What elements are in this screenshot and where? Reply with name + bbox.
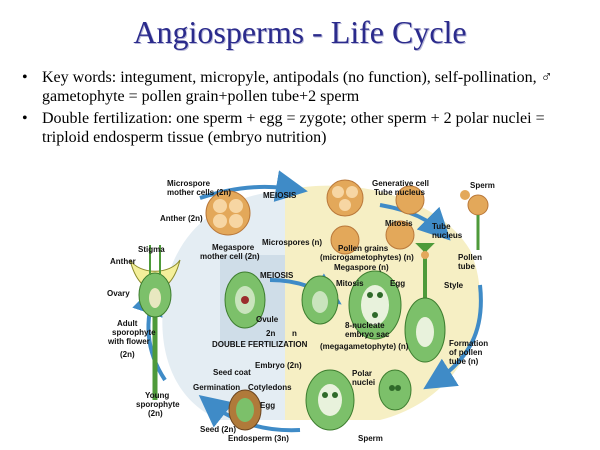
label-adult-2: sporophyte: [112, 328, 156, 337]
label-adult-1: Adult: [117, 319, 138, 328]
bullet-double-fertilization: • Double fertilization: one sperm + egg …: [22, 109, 592, 147]
label-anther-2n: Anther (2n): [160, 214, 203, 223]
label-polar-2: nuclei: [352, 378, 375, 387]
label-megaspore-mother-1: Megaspore: [212, 243, 255, 252]
label-tube-1: Tube: [432, 222, 451, 231]
label-seed-coat: Seed coat: [213, 368, 251, 377]
label-ovule: Ovule: [256, 315, 279, 324]
bullet-key-words: • Key words: integument, micropyle, anti…: [22, 68, 592, 106]
label-adult-4: (2n): [120, 350, 135, 359]
pollen-grains: [330, 185, 470, 255]
label-8-nucleate-3: (megagametophyte) (n): [320, 342, 409, 351]
label-adult-3: with flower: [107, 337, 150, 346]
label-meiosis-top: MEIOSIS: [263, 191, 297, 200]
label-polar-1: Polar: [352, 369, 372, 378]
flower: [129, 245, 181, 400]
label-megaspore-n: Megaspore (n): [334, 263, 389, 272]
label-endosperm: Endosperm (3n): [228, 434, 289, 443]
label-young-3: (2n): [148, 409, 163, 418]
label-ovary: Ovary: [107, 289, 130, 298]
label-8-nucleate-2: embryo sac: [345, 330, 390, 339]
label-microspore: Microspore: [167, 179, 211, 188]
label-cotyledons: Cotyledons: [248, 383, 292, 392]
anther-cross-section: [205, 190, 251, 236]
diagram-labels: Microspore mother cells (2n) MEIOSIS Gen…: [107, 179, 495, 443]
label-egg-mid: Egg: [390, 279, 405, 288]
bullet-dot: •: [22, 110, 28, 127]
label-anther: Anther: [110, 257, 136, 266]
label-sperm-top: Sperm: [470, 181, 495, 190]
arrow-pollen-tube: [423, 284, 483, 390]
bullet-list: • Key words: integument, micropyle, anti…: [22, 68, 592, 150]
fertilized-ovule: [305, 369, 355, 431]
label-formation-1: Formation: [449, 339, 488, 348]
arrow-meiosis-top: [199, 170, 308, 202]
arrow-mitosis-top: [379, 203, 451, 241]
bullet-text: Double fertilization: one sperm + egg = …: [42, 110, 545, 146]
pistil: [404, 243, 446, 363]
label-generative-cell: Generative cell: [372, 179, 429, 188]
label-2n: 2n: [266, 329, 275, 338]
label-sperm-bottom: Sperm: [358, 434, 383, 443]
label-pollen-2: tube: [458, 262, 475, 271]
label-8-nucleate-1: 8-nucleate: [345, 321, 385, 330]
label-formation-2: of pollen: [449, 348, 482, 357]
label-pollen-1: Pollen: [458, 253, 482, 262]
label-formation-3: tube (n): [449, 357, 479, 366]
label-young-2: sporophyte: [136, 400, 180, 409]
polar-nuclei-ovule: [378, 369, 412, 411]
label-pollen-grains-1: Pollen grains: [338, 244, 389, 253]
megaspore-section: [301, 275, 339, 325]
label-stigma: Stigma: [138, 245, 165, 254]
seed: [228, 389, 262, 431]
label-embryo-2n: Embryo (2n): [255, 361, 302, 370]
pollen-tube-grain: [467, 194, 489, 250]
label-mitosis-top: Mitosis: [385, 219, 413, 228]
label-germination: Germination: [193, 383, 240, 392]
label-seed-2n: Seed (2n): [200, 425, 236, 434]
label-double-fertilization: DOUBLE FERTILIZATION: [212, 340, 308, 349]
label-style: Style: [444, 281, 464, 290]
label-tube-nucleus-top: Tube nucleus: [374, 188, 426, 197]
label-microspore-2: mother cells (2n): [167, 188, 231, 197]
label-egg-bottom: Egg: [260, 401, 275, 410]
label-mitosis-mid: Mitosis: [336, 279, 364, 288]
label-megaspore-mother-2: mother cell (2n): [200, 252, 260, 261]
diploid-region: [162, 190, 285, 420]
label-pollen-grains-2: (microgametophytes) (n): [320, 253, 414, 262]
bullet-dot: •: [22, 69, 28, 86]
ovule-section: [224, 271, 266, 329]
label-meiosis-mid: MEIOSIS: [260, 271, 294, 280]
slide-title: Angiosperms - Life Cycle: [133, 14, 467, 50]
embryo-sac: [348, 270, 402, 340]
label-microspores: Microspores (n): [262, 238, 322, 247]
microspores-tetrad: [326, 179, 364, 217]
bullet-text: Key words: integument, micropyle, antipo…: [42, 69, 553, 105]
label-n: n: [292, 329, 297, 338]
label-young-1: Young: [145, 391, 169, 400]
label-tube-2: nucleus: [432, 231, 463, 240]
